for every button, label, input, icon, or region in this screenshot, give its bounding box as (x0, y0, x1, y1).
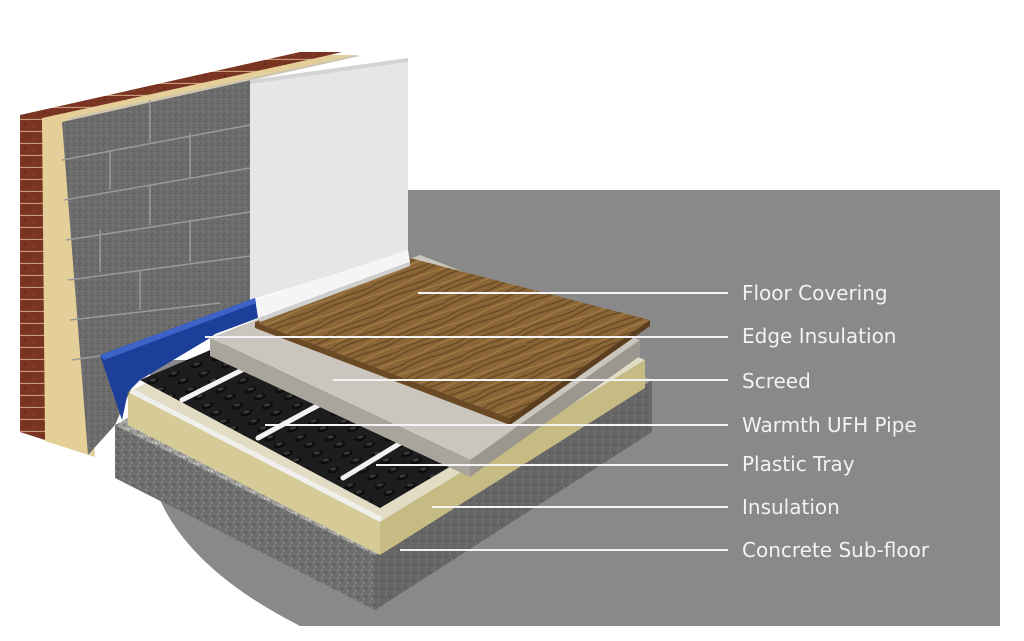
block-mortar-lines (61, 100, 251, 361)
label-screed: Screed (742, 369, 811, 393)
cavity-insulation (42, 55, 355, 457)
label-insulation: Insulation (742, 495, 840, 519)
label-plastic-tray: Plastic Tray (742, 452, 855, 476)
label-warmth-ufh-pipe: Warmth UFH Pipe (742, 413, 917, 437)
label-edge-insulation: Edge Insulation (742, 324, 896, 348)
plaster-wall (250, 58, 408, 300)
skirting-board (255, 250, 410, 318)
label-floor-covering: Floor Covering (742, 281, 888, 305)
wall-assembly (20, 52, 410, 457)
label-concrete-sub-floor: Concrete Sub-floor (742, 538, 930, 562)
edge-insulation-strip (100, 298, 258, 420)
